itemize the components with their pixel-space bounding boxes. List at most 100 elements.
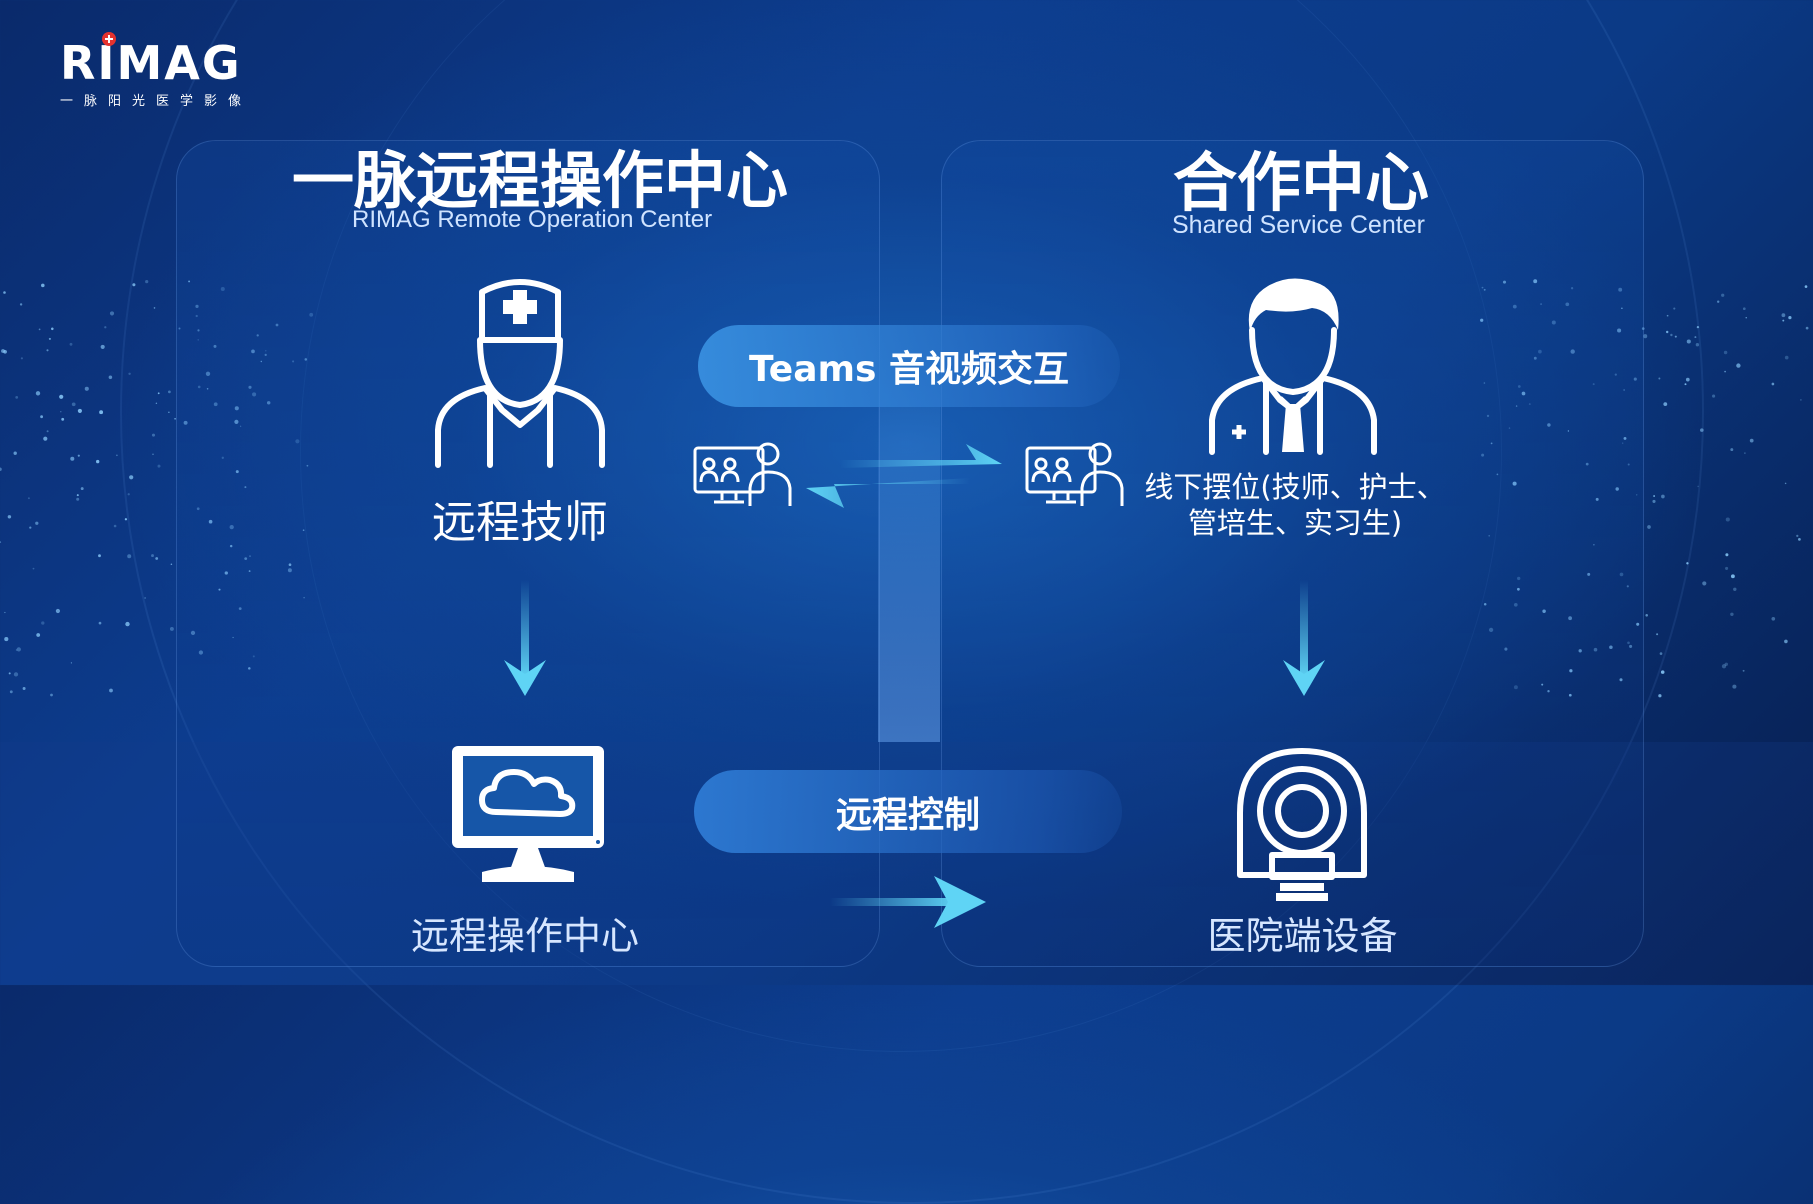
remote-control-arrow-icon [830,876,986,928]
particle [0,541,2,543]
particle [22,687,26,690]
particle [4,637,9,642]
particle [1804,285,1808,288]
particle [1674,335,1677,338]
particle [51,327,54,331]
particle [1670,333,1673,337]
particle [43,436,48,441]
particle [1781,313,1786,318]
particle [13,672,19,677]
particle [1771,382,1775,386]
arrow-down-left [504,580,546,696]
particle [1742,669,1745,672]
particle [7,515,12,519]
particle [151,433,156,437]
particle [1652,499,1656,503]
particle [1725,553,1729,557]
particle [96,459,100,464]
hospital-device-label: 医院端设备 [1207,914,1398,958]
particle [1771,616,1776,621]
particle [155,557,159,560]
particle [40,415,44,419]
particle [1660,670,1665,674]
particle [109,311,115,316]
ct-scanner-icon [1237,748,1367,901]
particle [41,621,45,625]
left-subtitle: RIMAG Remote Operation Center [352,206,713,233]
particle [9,690,13,694]
particle [1647,525,1651,529]
logo-cross-icon [102,32,116,46]
particle [1665,330,1669,334]
particle [1721,293,1725,297]
particle [19,303,23,306]
particle [1788,315,1792,320]
particle [1745,317,1747,319]
particle [1700,428,1704,432]
left-title: 一脉远程操作中心 [292,144,789,217]
arrow-down-right [1283,580,1325,696]
particle [116,454,118,457]
particle [27,497,30,500]
particle [124,518,128,521]
right-title: 合作中心 [1173,147,1429,221]
particle [46,349,49,352]
particle [104,326,107,329]
particle [1645,614,1648,617]
particle [35,521,39,525]
particle [76,497,80,501]
particle [29,526,32,529]
particle [1784,482,1787,485]
particle [70,456,75,461]
particle [132,283,136,287]
teams-av-interaction-label: Teams 音视频交互 [749,349,1069,390]
remote-station-label: 远程操作中心 [410,914,639,958]
teams-av-interaction-pill: Teams 音视频交互 [698,325,1120,407]
particle [77,454,80,457]
particle [71,402,76,407]
particle [41,283,45,288]
particle [1695,343,1700,347]
particle [113,524,117,528]
particle [129,475,134,480]
particle [1724,370,1726,373]
onsite-staff-icon [1209,278,1377,455]
particle [1721,664,1727,669]
particle [1733,587,1737,592]
particle [1800,399,1802,401]
video-conference-icon-left [693,442,792,506]
particle [127,554,132,559]
remote-technician-label: 远程技师 [432,497,608,548]
particle [69,342,73,346]
particle [1784,639,1788,644]
particle [1,349,5,353]
particle [157,392,160,395]
particle [1730,612,1734,617]
particle [70,662,72,664]
particle [1659,652,1663,655]
particle [1742,307,1746,311]
particle [100,344,105,349]
particle [1685,377,1690,382]
particle [1661,494,1665,499]
particle [50,693,53,697]
particle [1782,319,1785,322]
onsite-staff-label-line1: 线下摆位(技师、护士、 [1144,470,1446,504]
particle [1725,566,1729,570]
particle [15,396,19,399]
onsite-staff-label-line2: 管培生、实习生) [1187,506,1403,540]
particle [98,621,102,625]
particle [1744,452,1746,454]
particle [145,280,149,284]
particle [1686,339,1691,344]
particle [1653,495,1656,497]
particle [157,464,161,468]
logo-tagline: 一脉阳光医学影像 [60,94,253,109]
particle [1723,350,1728,355]
particle [8,672,11,675]
remote-control-pill: 远程控制 [694,770,1122,853]
remote-control-label: 远程控制 [835,794,980,836]
particle [77,408,82,413]
particle [32,567,35,570]
particle [15,649,18,651]
